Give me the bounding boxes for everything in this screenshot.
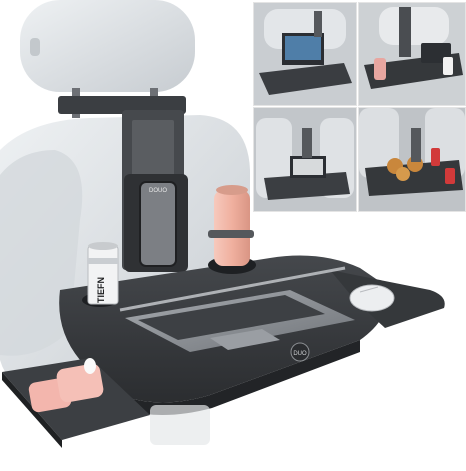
- mount-arm-slot: [132, 120, 174, 180]
- headrest-button: [30, 38, 40, 56]
- can-label: TIEFN: [96, 277, 106, 303]
- water-bottle: [214, 190, 250, 266]
- mount-text: DOUO: [149, 188, 167, 194]
- thumbnail-1: [253, 2, 357, 106]
- laptop-keyboard: [138, 295, 325, 340]
- bottle-cap: [216, 185, 248, 195]
- bottle-holder-ring: [208, 230, 254, 238]
- headrest: [20, 0, 195, 92]
- laptop-trackpad: [210, 329, 280, 350]
- tray-front-lip: [80, 340, 360, 415]
- support-leg: [150, 405, 210, 445]
- tray-rail: [119, 266, 346, 312]
- thumbnail-2: [358, 2, 466, 106]
- smartphone: [139, 181, 177, 267]
- tray-logo: [290, 342, 310, 362]
- earbud: [84, 358, 96, 374]
- thumbnail-4: [358, 107, 466, 212]
- thumbnail-3: [253, 107, 357, 212]
- mount-clamp-bar: [58, 96, 186, 114]
- drawer-edge: [2, 372, 62, 448]
- tray-logo-text: DUO: [293, 351, 307, 357]
